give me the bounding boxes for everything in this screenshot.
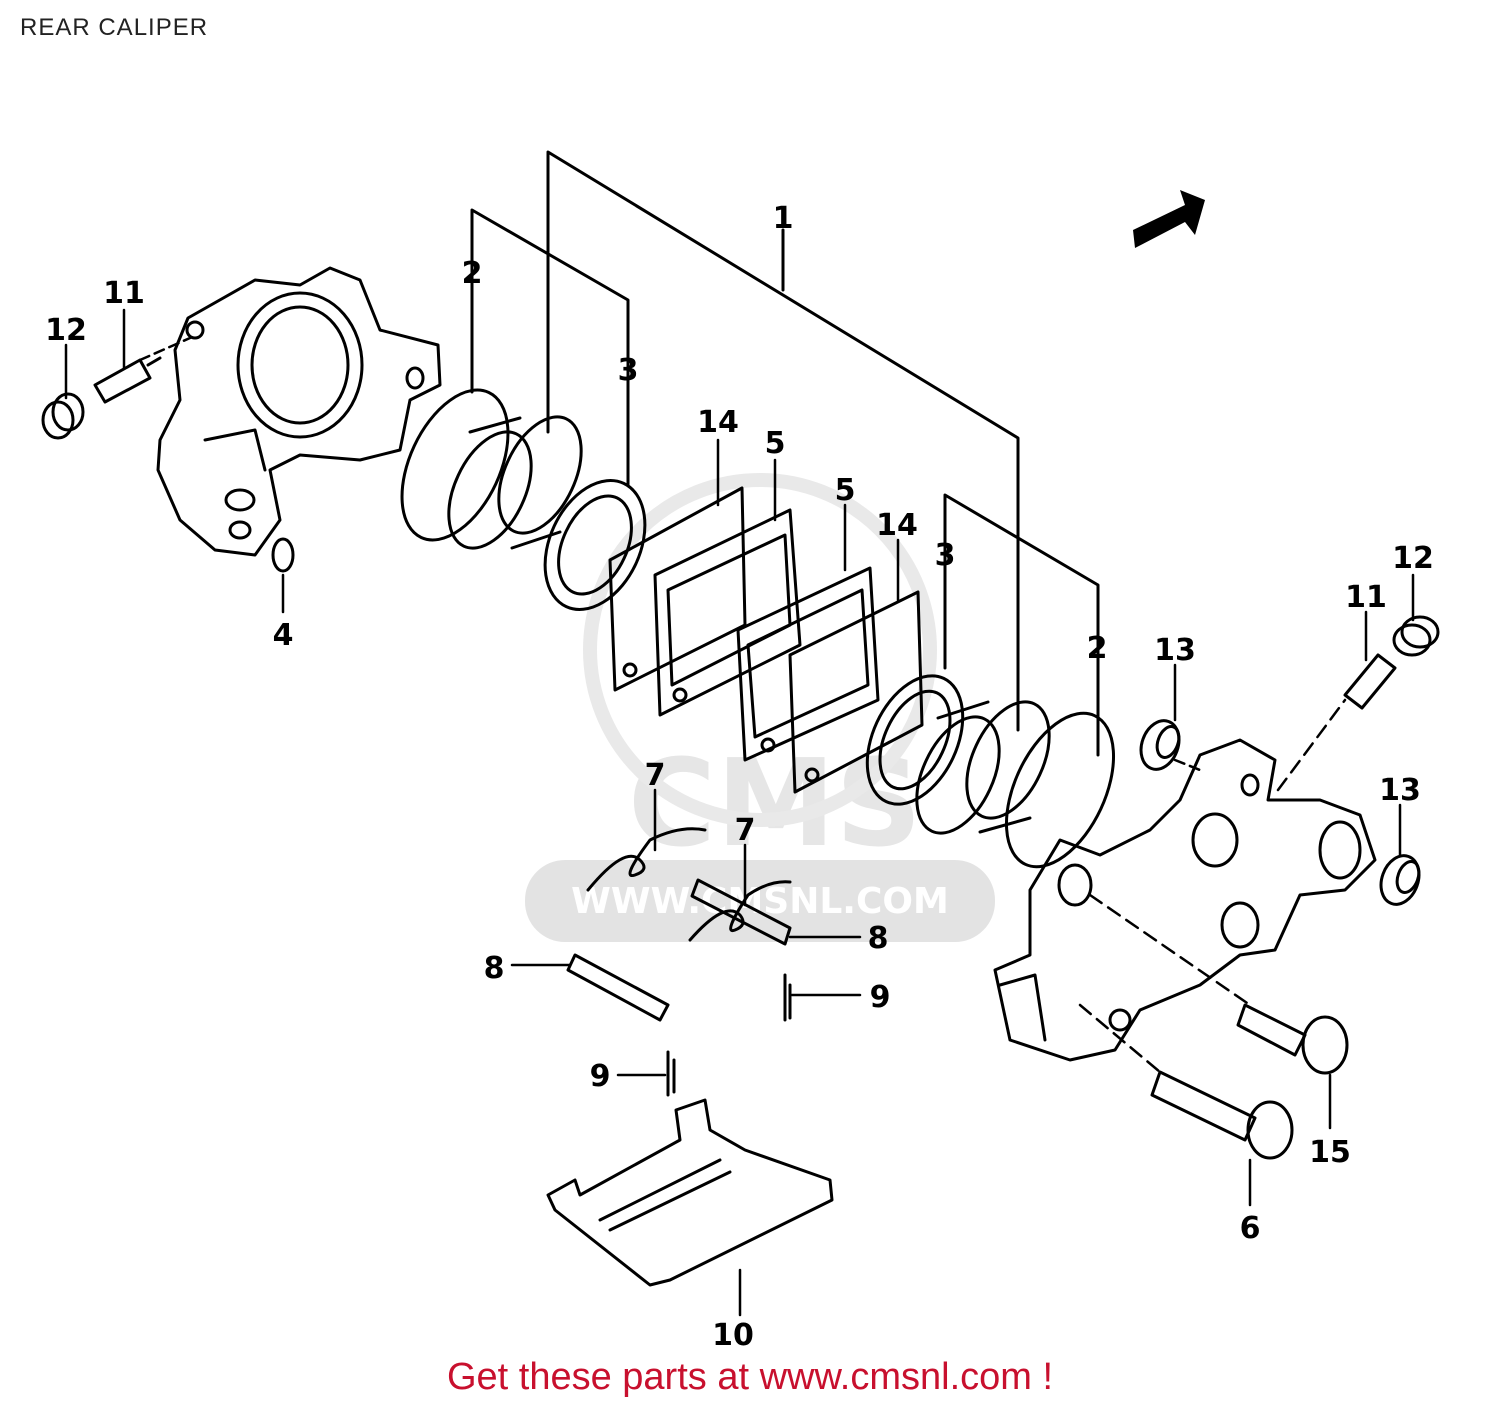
left-caliper-body bbox=[156, 266, 442, 557]
callout-12b: 12 bbox=[1392, 541, 1434, 576]
callout-14: 14 bbox=[697, 405, 739, 440]
page-title: REAR CALIPER bbox=[20, 14, 209, 41]
callout-11b: 11 bbox=[1345, 580, 1387, 615]
pad-spring-upper bbox=[586, 827, 707, 892]
dust-seal-right bbox=[865, 674, 965, 806]
pad-spring-lower bbox=[688, 880, 792, 942]
seal-ring-right bbox=[1004, 711, 1116, 869]
pad-pin-clip-lower bbox=[666, 1050, 676, 1097]
callout-numbers: 1 2 3 14 5 5 14 3 2 12 11 4 7 7 8 8 9 9 … bbox=[45, 201, 1434, 1353]
pad-cover bbox=[546, 1098, 834, 1287]
bleeder-valve-left bbox=[93, 356, 162, 404]
callout-1: 1 bbox=[773, 201, 794, 236]
bleeder-cap-left bbox=[41, 392, 85, 440]
callout-9b: 9 bbox=[590, 1059, 611, 1094]
dust-seal-left bbox=[543, 479, 647, 611]
bleeder-cap-right bbox=[1392, 615, 1440, 657]
callout-5: 5 bbox=[765, 426, 786, 461]
boot-lower bbox=[1379, 854, 1421, 906]
callout-3: 3 bbox=[618, 353, 639, 388]
right-caliper-body bbox=[993, 738, 1377, 1062]
callout-2b: 2 bbox=[1087, 631, 1108, 666]
callout-14b: 14 bbox=[876, 508, 918, 543]
watermark-brand: CMS bbox=[628, 735, 922, 874]
pad-pin-clip-upper bbox=[783, 973, 792, 1022]
callout-15: 15 bbox=[1309, 1135, 1351, 1170]
footer-link[interactable]: Get these parts at www.cmsnl.com ! bbox=[446, 1356, 1054, 1398]
watermark: WWW.CMSNL.COM CMS bbox=[525, 473, 995, 942]
pad-pin-upper bbox=[690, 878, 792, 946]
callout-10: 10 bbox=[712, 1318, 754, 1353]
seal-ring-left bbox=[400, 388, 510, 542]
callout-2: 2 bbox=[462, 256, 483, 291]
pad-shim-right bbox=[788, 590, 924, 794]
pad-pin-lower bbox=[566, 953, 670, 1022]
leader-lines bbox=[64, 308, 1415, 1317]
callout-8: 8 bbox=[868, 921, 889, 956]
callout-7: 7 bbox=[645, 758, 666, 793]
callout-7b: 7 bbox=[735, 813, 756, 848]
callout-13: 13 bbox=[1154, 633, 1196, 668]
pad-shim-left bbox=[608, 486, 747, 692]
boot-upper bbox=[1139, 719, 1181, 771]
callout-8b: 8 bbox=[484, 951, 505, 986]
callout-11: 11 bbox=[103, 276, 145, 311]
caliper-bolt-15 bbox=[1236, 1003, 1349, 1075]
callout-4: 4 bbox=[273, 618, 294, 653]
callout-3b: 3 bbox=[935, 538, 956, 573]
callout-13b: 13 bbox=[1379, 773, 1421, 808]
washer bbox=[271, 537, 295, 573]
callout-9: 9 bbox=[870, 980, 891, 1015]
bleeder-valve-right bbox=[1343, 653, 1397, 710]
callout-6: 6 bbox=[1240, 1211, 1261, 1246]
caliper-bolt-6 bbox=[1150, 1070, 1294, 1160]
brake-pad-right bbox=[736, 566, 880, 762]
callout-5b: 5 bbox=[835, 473, 856, 508]
piston-left bbox=[447, 415, 583, 550]
callout-12: 12 bbox=[45, 313, 87, 348]
arrow-right-icon bbox=[1133, 190, 1205, 248]
assembly-bracket-1 bbox=[470, 150, 1100, 757]
